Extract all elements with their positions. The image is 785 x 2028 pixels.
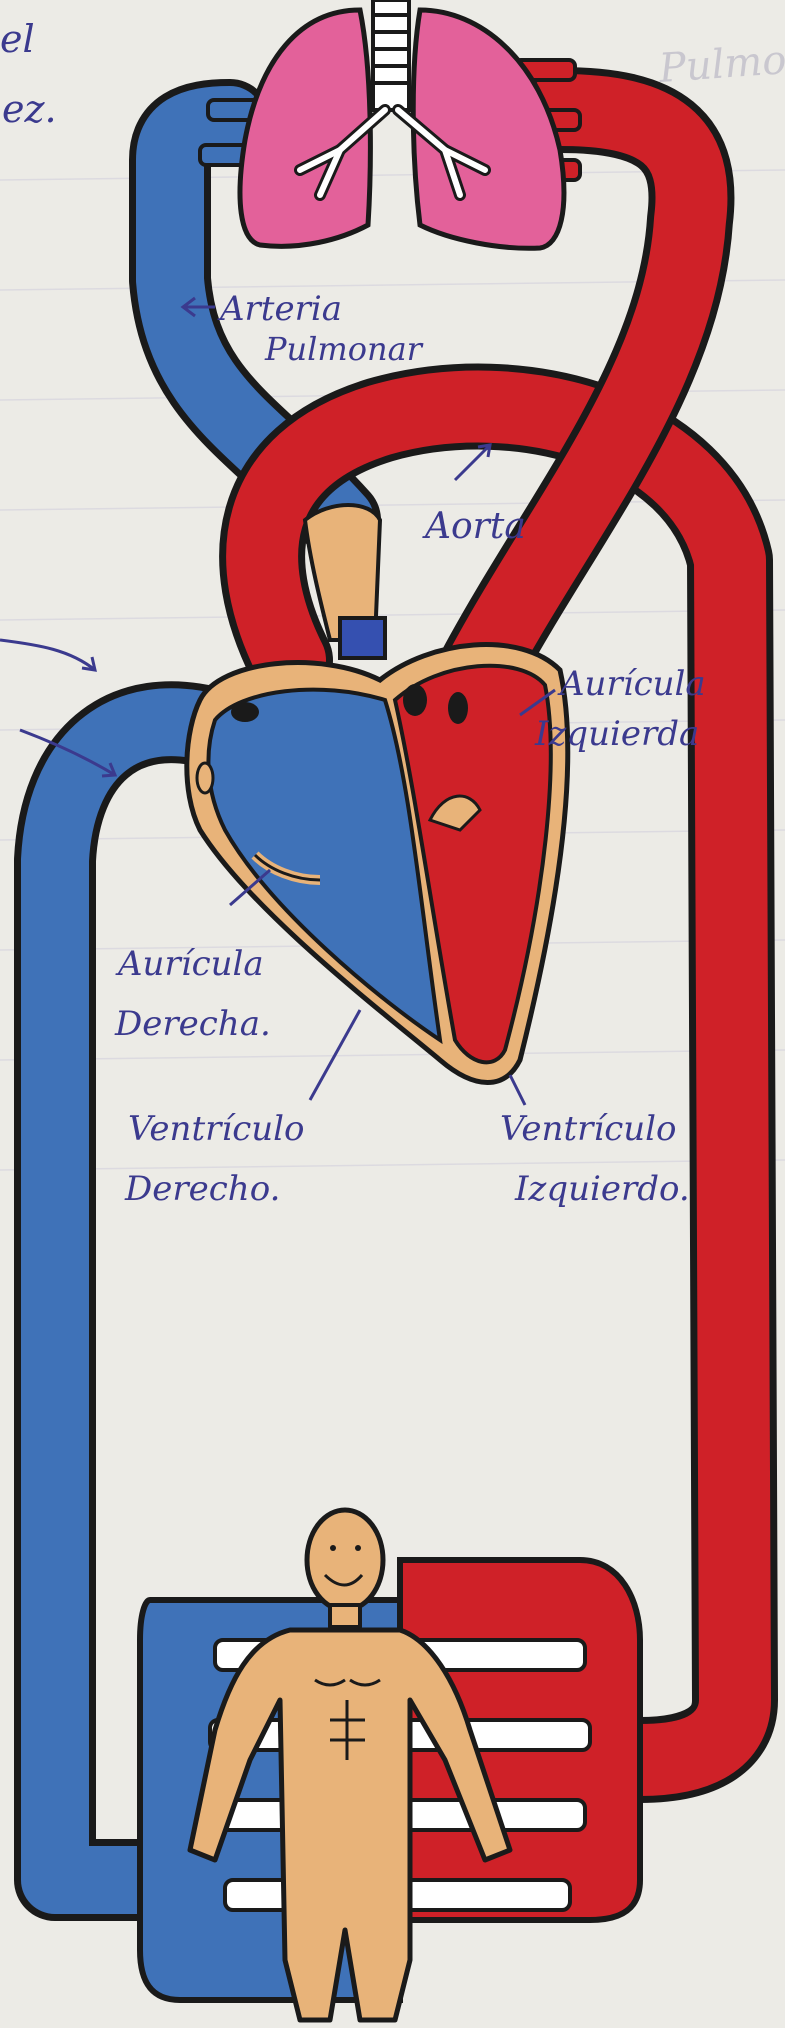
label-aorta: Aorta <box>422 445 526 547</box>
label-ventriculo-derecho-line-1: Ventrículo <box>128 1109 305 1149</box>
background-text: Pulmona <box>656 34 785 92</box>
lungs-icon <box>200 0 580 248</box>
label-ventriculo-izquierdo-line-2: Izquierdo. <box>514 1169 690 1209</box>
label-auricula-izquierda-line-2: Izquierda <box>534 714 699 754</box>
label-auricula-derecha: Aurícula Derecha. <box>114 870 271 1044</box>
label-ventriculo-derecho-line-2: Derecho. <box>124 1169 280 1209</box>
label-auricula-izquierda-line-1: Aurícula <box>557 664 706 704</box>
label-ventriculo-izquierdo-line-1: Ventrículo <box>500 1109 677 1149</box>
margin-text-line-2: ez. <box>2 87 57 131</box>
label-arteria-pulmonar-line-1: Arteria <box>217 289 342 329</box>
margin-text-line-1: el <box>0 17 35 61</box>
label-arteria-pulmonar-line-2: Pulmonar <box>264 330 424 368</box>
label-aorta-text: Aorta <box>422 506 526 547</box>
label-auricula-derecha-line-1: Aurícula <box>115 944 264 984</box>
label-ventriculo-izquierdo: Ventrículo Izquierdo. <box>500 1075 690 1209</box>
label-auricula-derecha-line-2: Derecha. <box>114 1004 271 1044</box>
